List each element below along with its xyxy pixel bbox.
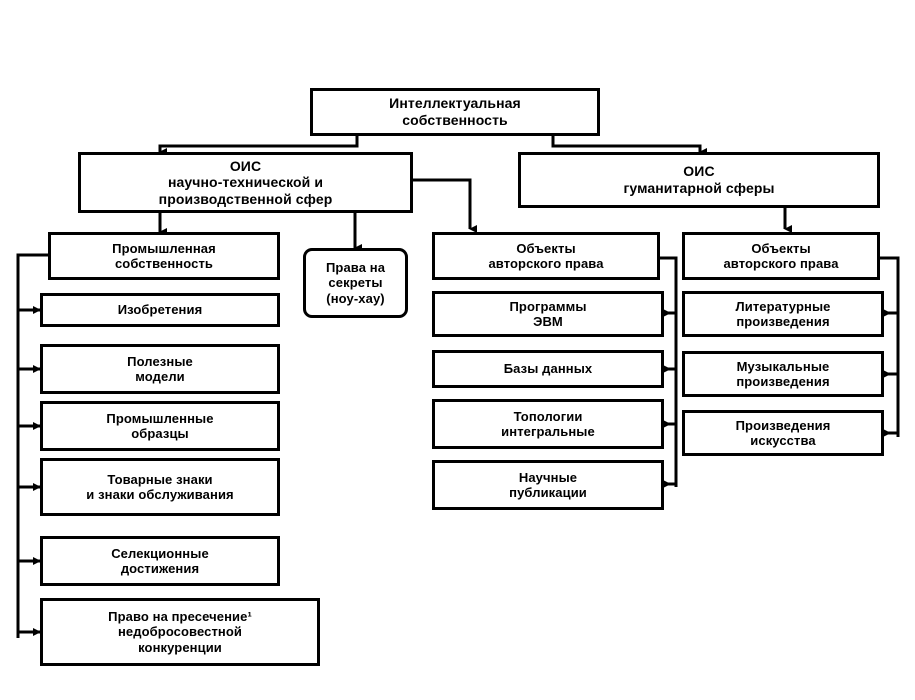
node-integrated-topologies-label: Топологии интегральные bbox=[501, 408, 595, 439]
node-unfair-competition[interactable]: Право на пресечение¹ недобросовестной ко… bbox=[40, 598, 320, 666]
node-utility-models-label: Полезные модели bbox=[127, 353, 193, 384]
node-copyright-objects-technical[interactable]: Объекты авторского права bbox=[432, 232, 660, 280]
node-unfair-competition-label: Право на пресечение¹ недобросовестной ко… bbox=[108, 609, 252, 655]
node-copyright-objects-humanitarian-label: Объекты авторского права bbox=[723, 240, 839, 271]
node-databases-label: Базы данных bbox=[503, 361, 593, 377]
node-ois-humanitarian[interactable]: ОИС гуманитарной сферы bbox=[518, 152, 880, 208]
node-utility-models[interactable]: Полезные модели bbox=[40, 344, 280, 394]
node-intellectual-property-label: Интеллектуальная собственность bbox=[389, 95, 521, 128]
node-computer-programs[interactable]: Программы ЭВМ bbox=[432, 291, 664, 337]
node-inventions[interactable]: Изобретения bbox=[40, 293, 280, 327]
node-copyright-objects-humanitarian[interactable]: Объекты авторского права bbox=[682, 232, 880, 280]
node-musical-works[interactable]: Музыкальные произведения bbox=[682, 351, 884, 397]
node-trademarks[interactable]: Товарные знаки и знаки обслуживания bbox=[40, 458, 280, 516]
node-breeding-achievements[interactable]: Селекционные достижения bbox=[40, 536, 280, 586]
node-industrial-property-head-label: Промышленная собственность bbox=[112, 240, 216, 271]
node-databases[interactable]: Базы данных bbox=[432, 350, 664, 388]
node-ois-technical-label: ОИС научно-технической и производственно… bbox=[158, 157, 333, 207]
node-art-works-label: Произведения искусства bbox=[735, 417, 831, 448]
node-computer-programs-label: Программы ЭВМ bbox=[509, 298, 587, 329]
node-intellectual-property[interactable]: Интеллектуальная собственность bbox=[310, 88, 600, 136]
node-ois-technical[interactable]: ОИС научно-технической и производственно… bbox=[78, 152, 413, 213]
node-trademarks-label: Товарные знаки и знаки обслуживания bbox=[86, 471, 234, 502]
node-inventions-label: Изобретения bbox=[117, 302, 203, 318]
node-art-works[interactable]: Произведения искусства bbox=[682, 410, 884, 456]
node-industrial-designs-label: Промышленные образцы bbox=[106, 410, 214, 441]
node-breeding-achievements-label: Селекционные достижения bbox=[111, 545, 209, 576]
node-scientific-publications-label: Научные публикации bbox=[509, 469, 587, 500]
node-know-how-secrets-label: Права на секреты (ноу-хау) bbox=[325, 260, 386, 306]
node-industrial-property-head[interactable]: Промышленная собственность bbox=[48, 232, 280, 280]
node-know-how-secrets[interactable]: Права на секреты (ноу-хау) bbox=[303, 248, 408, 318]
node-ois-humanitarian-label: ОИС гуманитарной сферы bbox=[623, 163, 775, 196]
node-industrial-designs[interactable]: Промышленные образцы bbox=[40, 401, 280, 451]
node-integrated-topologies[interactable]: Топологии интегральные bbox=[432, 399, 664, 449]
node-literary-works-label: Литературные произведения bbox=[735, 298, 831, 329]
node-musical-works-label: Музыкальные произведения bbox=[736, 358, 830, 389]
node-copyright-objects-technical-label: Объекты авторского права bbox=[488, 240, 604, 271]
node-literary-works[interactable]: Литературные произведения bbox=[682, 291, 884, 337]
node-scientific-publications[interactable]: Научные публикации bbox=[432, 460, 664, 510]
